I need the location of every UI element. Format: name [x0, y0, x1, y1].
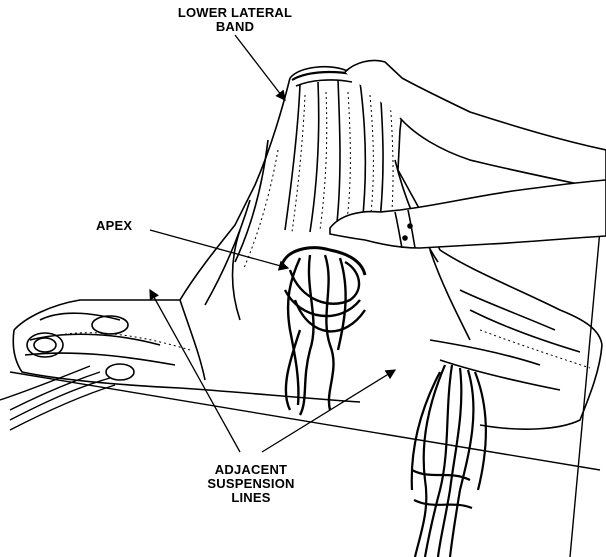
suspension-lines-right: [412, 365, 486, 557]
adjacent-label-line-3: LINES: [176, 491, 326, 505]
suspension-lines-center: [282, 248, 365, 415]
adjacent-label-line-1: ADJACENT: [176, 463, 326, 477]
leader-adjacent-1: [150, 290, 240, 452]
adjacent-label-line-2: SUSPENSION: [176, 477, 326, 491]
leader-apex: [150, 230, 288, 268]
leader-lower-lateral-band: [235, 35, 285, 100]
lower-lateral-band-line-2: BAND: [160, 20, 310, 34]
lower-lateral-band-label: LOWER LATERAL BAND: [160, 6, 310, 34]
adjacent-suspension-lines-label: ADJACENT SUSPENSION LINES: [176, 463, 326, 505]
apex-label: APEX: [96, 219, 146, 233]
suspension-lines-left: [0, 366, 115, 430]
leader-lines: [150, 35, 395, 452]
handler-arms: [330, 60, 606, 248]
lower-lateral-band-line-1: LOWER LATERAL: [160, 6, 310, 20]
leader-adjacent-2: [262, 370, 395, 452]
